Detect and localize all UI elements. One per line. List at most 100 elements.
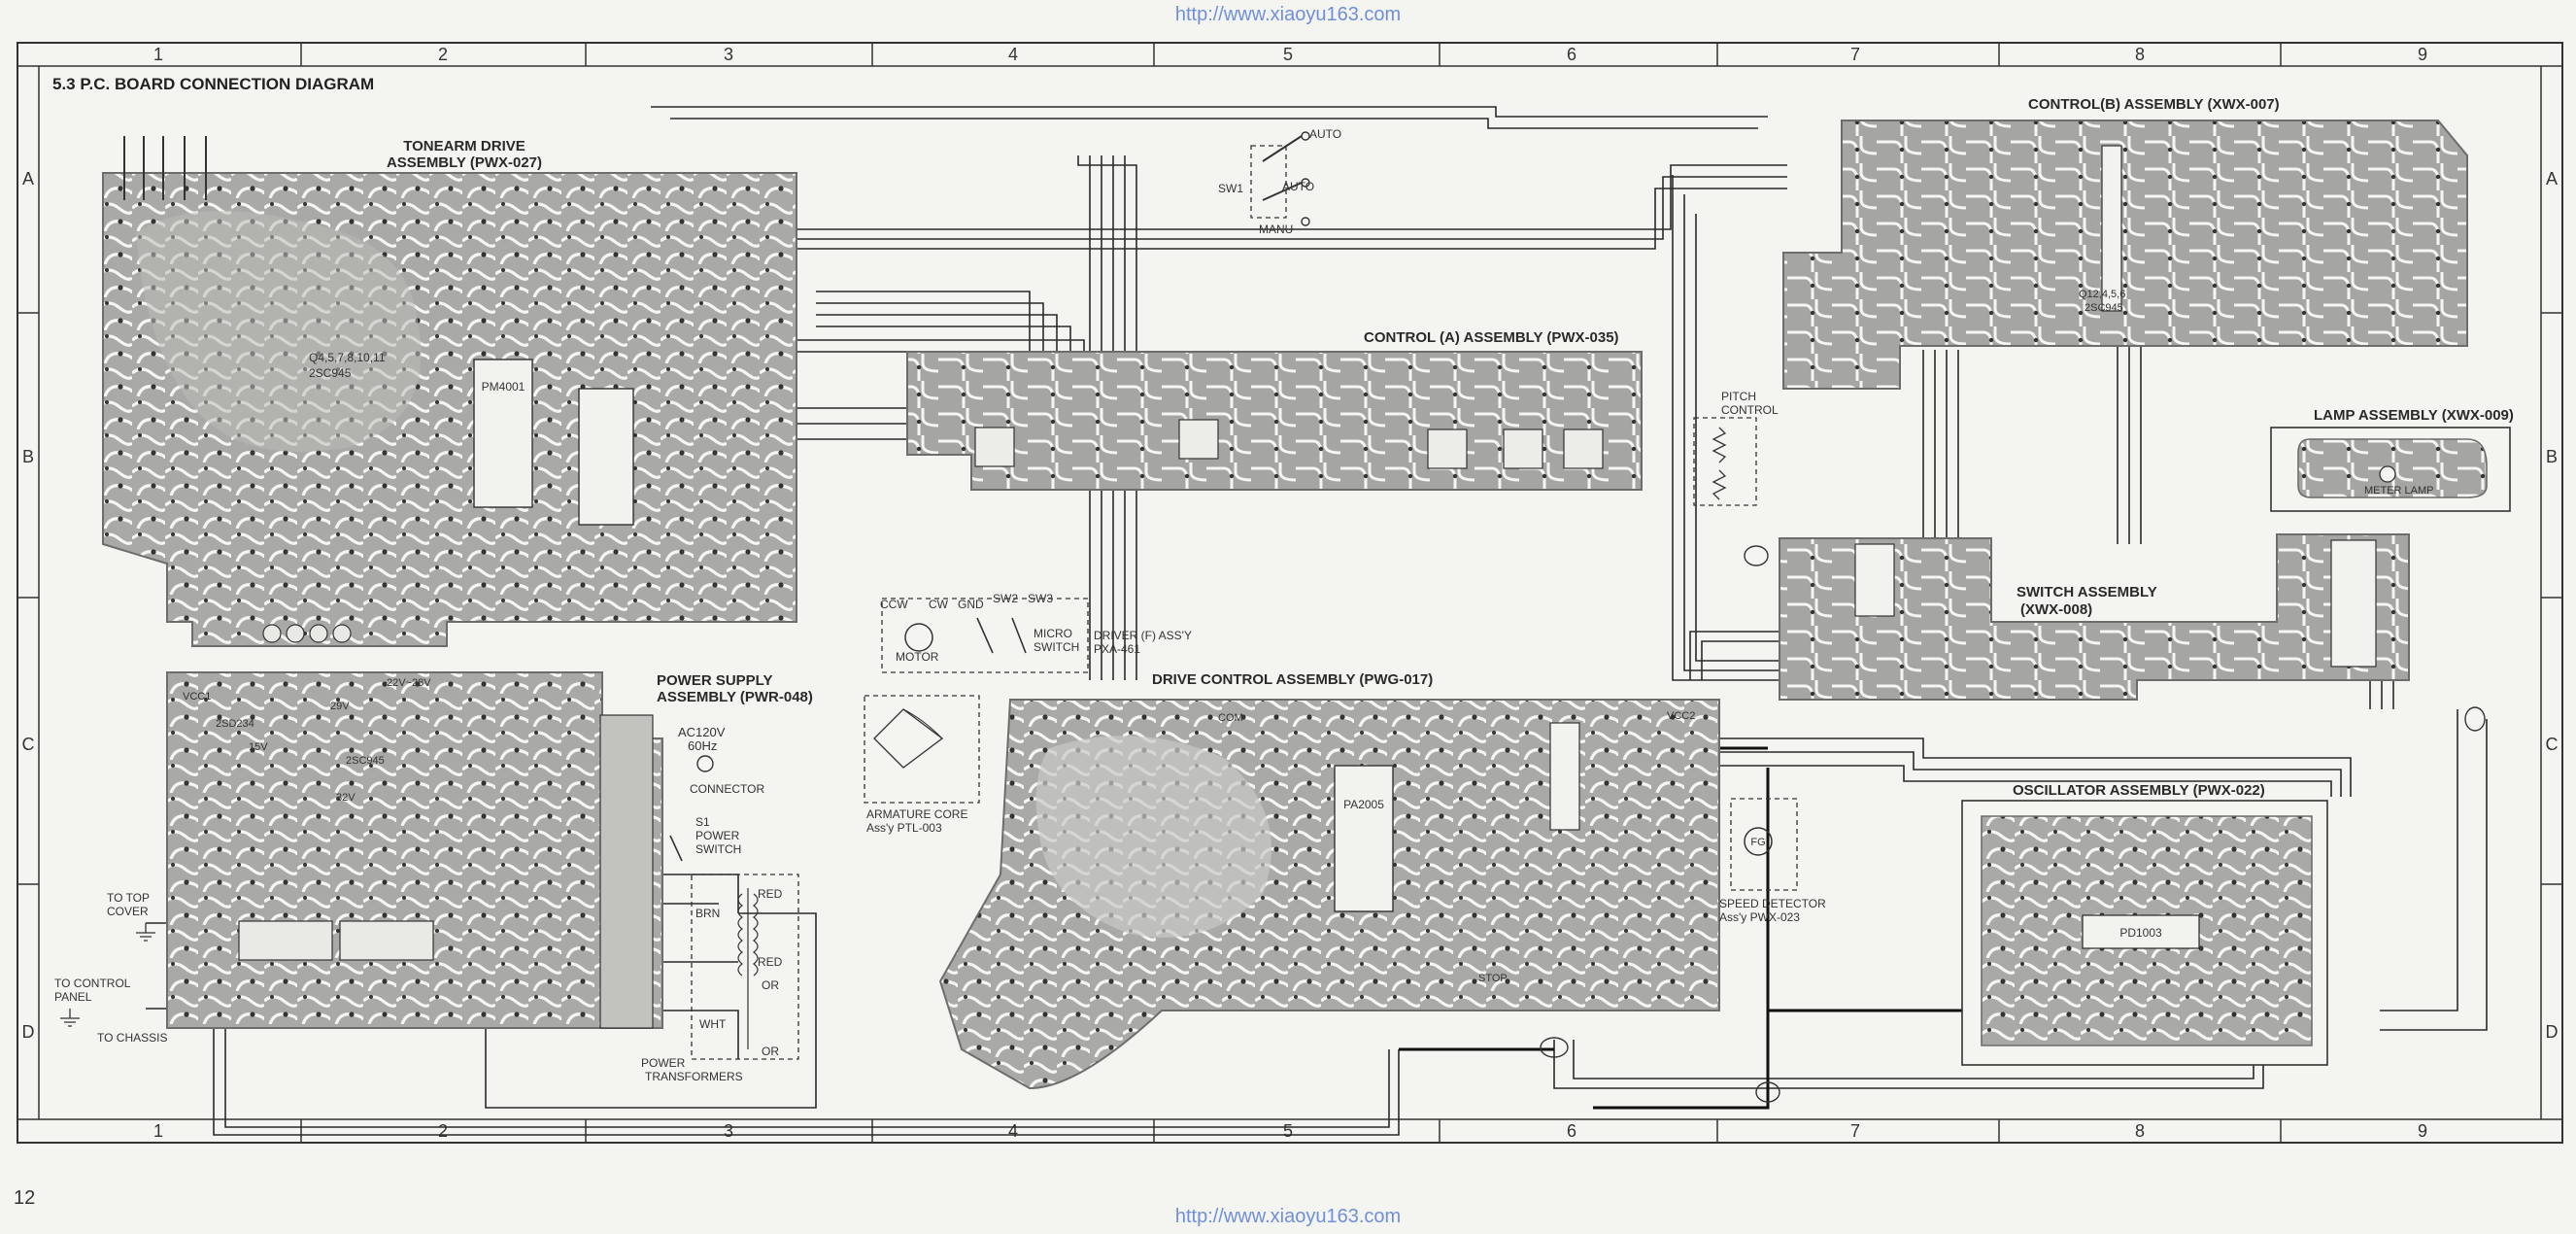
pitch-control-line1: PITCH: [1721, 390, 1756, 403]
col-label-bottom-6: 6: [1567, 1121, 1576, 1141]
lamp-board: METER LAMP LAMP ASSEMBLY (XWX-009): [2270, 407, 2514, 512]
sw2-label: SW2: [993, 592, 1018, 605]
motor-ccw-label: CCW: [880, 598, 908, 611]
motor-icon: [904, 623, 933, 652]
motor-micro-switch-group: CCW CW GND SW2 SW3 MOTOR MICRO SWITCH DR…: [880, 592, 1192, 673]
ic-osc-label: PD1003: [2119, 926, 2162, 940]
speed-detector-line2: Ass'y PWX-023: [1719, 910, 1800, 924]
row-label-right-c: C: [2546, 735, 2559, 754]
fg-label: FG: [1750, 837, 1765, 848]
voltage-32: 32V: [336, 792, 356, 804]
motor-cw-label: CW: [929, 598, 949, 611]
section-title: 5.3 P.C. BOARD CONNECTION DIAGRAM: [52, 75, 374, 93]
speed-detector: FG SPEED DETECTOR Ass'y PWX-023: [1719, 798, 1826, 924]
sw1-manu-label: MANU: [1259, 223, 1293, 236]
power-transistor-2: 2SC945: [346, 755, 385, 767]
power-transistor-1: 2SD234: [216, 718, 254, 730]
col-label-top-2: 2: [438, 45, 448, 64]
source-url-bottom[interactable]: http://www.xiaoyu163.com: [1174, 1206, 1402, 1227]
col-label-top-6: 6: [1567, 45, 1576, 64]
drive-stop-label: STOP: [1478, 973, 1508, 984]
power-switch-line2: POWER: [695, 829, 740, 842]
power-supply-board: POWER SUPPLY ASSEMBLY (PWR-048) 2SD234 2…: [166, 671, 813, 1029]
pitch-control-line2: CONTROL: [1721, 403, 1779, 417]
to-chassis-label: TO CHASSIS: [97, 1031, 167, 1045]
control-b-board: CONTROL(B) ASSEMBLY (XWX-007) Q12,4,5,6 …: [1782, 96, 2468, 390]
power-title-line1: POWER SUPPLY: [657, 672, 772, 689]
control-a-title: CONTROL (A) ASSEMBLY (PWX-035): [1364, 329, 1619, 346]
row-label-right-a: A: [2546, 169, 2558, 189]
fg-sensor-icon: [1744, 827, 1773, 856]
col-label-bottom-7: 7: [1850, 1121, 1860, 1141]
switch-board: SWITCH ASSEMBLY (XWX-008): [1779, 533, 2410, 701]
ground-icon-top-cover: [136, 923, 155, 942]
row-label-left-a: A: [22, 169, 34, 189]
ic-drive-label: PA2005: [1343, 798, 1384, 811]
col-label-bottom-3: 3: [724, 1121, 733, 1141]
row-labels: A B C D A B C D: [22, 169, 2559, 1042]
ic-tonearm-chip: [473, 359, 533, 508]
ic-tonearm-label: PM4001: [482, 380, 525, 394]
wire-or-1: OR: [762, 978, 779, 992]
column-labels: 1 2 3 4 5 6 7 8 9 1 2 3 4 5 6 7 8 9: [153, 45, 2427, 1141]
col-label-top-9: 9: [2418, 45, 2427, 64]
voltage-22-28: 22V~28V: [387, 677, 431, 689]
source-url-top[interactable]: http://www.xiaoyu163.com: [1174, 4, 1402, 25]
armature-label-line1: ARMATURE CORE: [866, 807, 967, 821]
wire-brn: BRN: [695, 907, 720, 920]
voltage-15: 15V: [249, 741, 268, 753]
row-label-right-b: B: [2546, 447, 2558, 466]
pitch-control: PITCH CONTROL: [1693, 390, 1779, 506]
armature-core: ARMATURE CORE Ass'y PTL-003: [864, 695, 980, 835]
drive-control-board: PA2005 DRIVE CONTROL ASSEMBLY (PWG-017) …: [938, 671, 1720, 1090]
speed-detector-line1: SPEED DETECTOR: [1719, 897, 1826, 910]
control-b-transistor-1: Q12,4,5,6: [2079, 289, 2125, 300]
lamp-title: LAMP ASSEMBLY (XWX-009): [2314, 407, 2514, 424]
motor-gnd-label: GND: [958, 598, 984, 611]
ground-icon-control-panel: [60, 1009, 80, 1027]
switch-title-line1: SWITCH ASSEMBLY: [2017, 584, 2157, 600]
control-b-transistor-2: 2SC945: [2085, 302, 2123, 314]
ferrite-beads: [1540, 545, 2486, 1103]
col-label-top-7: 7: [1850, 45, 1860, 64]
bridge-rectifier-1: [238, 920, 333, 961]
oscillator-board: PD1003 OSCILLATOR ASSEMBLY (PWX-022): [1961, 782, 2328, 1066]
control-a-board: CONTROL (A) ASSEMBLY (PWX-035): [906, 329, 1643, 491]
col-label-bottom-9: 9: [2418, 1121, 2427, 1141]
vcc1-label: VCC1: [183, 691, 211, 703]
armature-label-line2: Ass'y PTL-003: [866, 821, 942, 835]
column-dividers: [300, 43, 2282, 1143]
wire-or-2: OR: [762, 1045, 779, 1058]
sw1-auto-label-1: AUTO: [1309, 127, 1341, 141]
col-label-bottom-8: 8: [2135, 1121, 2145, 1141]
driver-label-line2: PXA-461: [1094, 642, 1140, 656]
power-switch-line3: SWITCH: [695, 842, 741, 856]
drawing-frame: [17, 42, 2563, 1144]
tonearm-drive-board: PM4001 TONEARM DRIVE ASSEMBLY (PWX-027) …: [102, 136, 797, 647]
motor-label: MOTOR: [896, 650, 939, 664]
to-top-cover-line2: COVER: [107, 905, 149, 918]
tonearm-transistor-line2: 2SC945: [309, 366, 352, 380]
to-top-cover-line1: TO TOP: [107, 891, 150, 905]
ac-label-line1: AC120V: [678, 725, 726, 739]
transformers-line2: TRANSFORMERS: [645, 1070, 743, 1083]
col-label-top-1: 1: [153, 45, 163, 64]
wire-red-2: RED: [758, 955, 783, 969]
col-label-top-5: 5: [1283, 45, 1293, 64]
to-control-panel-line1: TO CONTROL: [54, 977, 131, 990]
micro-switch-line1: MICRO: [1034, 627, 1072, 640]
mode-switch-sw1: AUTO AUTO MANU SW1: [1218, 127, 1341, 236]
col-label-bottom-1: 1: [153, 1121, 163, 1141]
col-label-bottom-4: 4: [1008, 1121, 1018, 1141]
row-label-right-d: D: [2546, 1022, 2559, 1042]
row-dividers: [17, 312, 2562, 885]
power-title-line2: ASSEMBLY (PWR-048): [657, 689, 813, 705]
ac-plug-icon: [696, 755, 714, 772]
wire-wht: WHT: [699, 1017, 727, 1031]
control-b-title: CONTROL(B) ASSEMBLY (XWX-007): [2028, 96, 2280, 113]
tonearm-title-line2: ASSEMBLY (PWX-027): [387, 154, 542, 171]
power-switch-line1: S1: [695, 815, 710, 829]
tonearm-transistor-line1: Q4,5,7,8,10,11: [309, 351, 386, 364]
